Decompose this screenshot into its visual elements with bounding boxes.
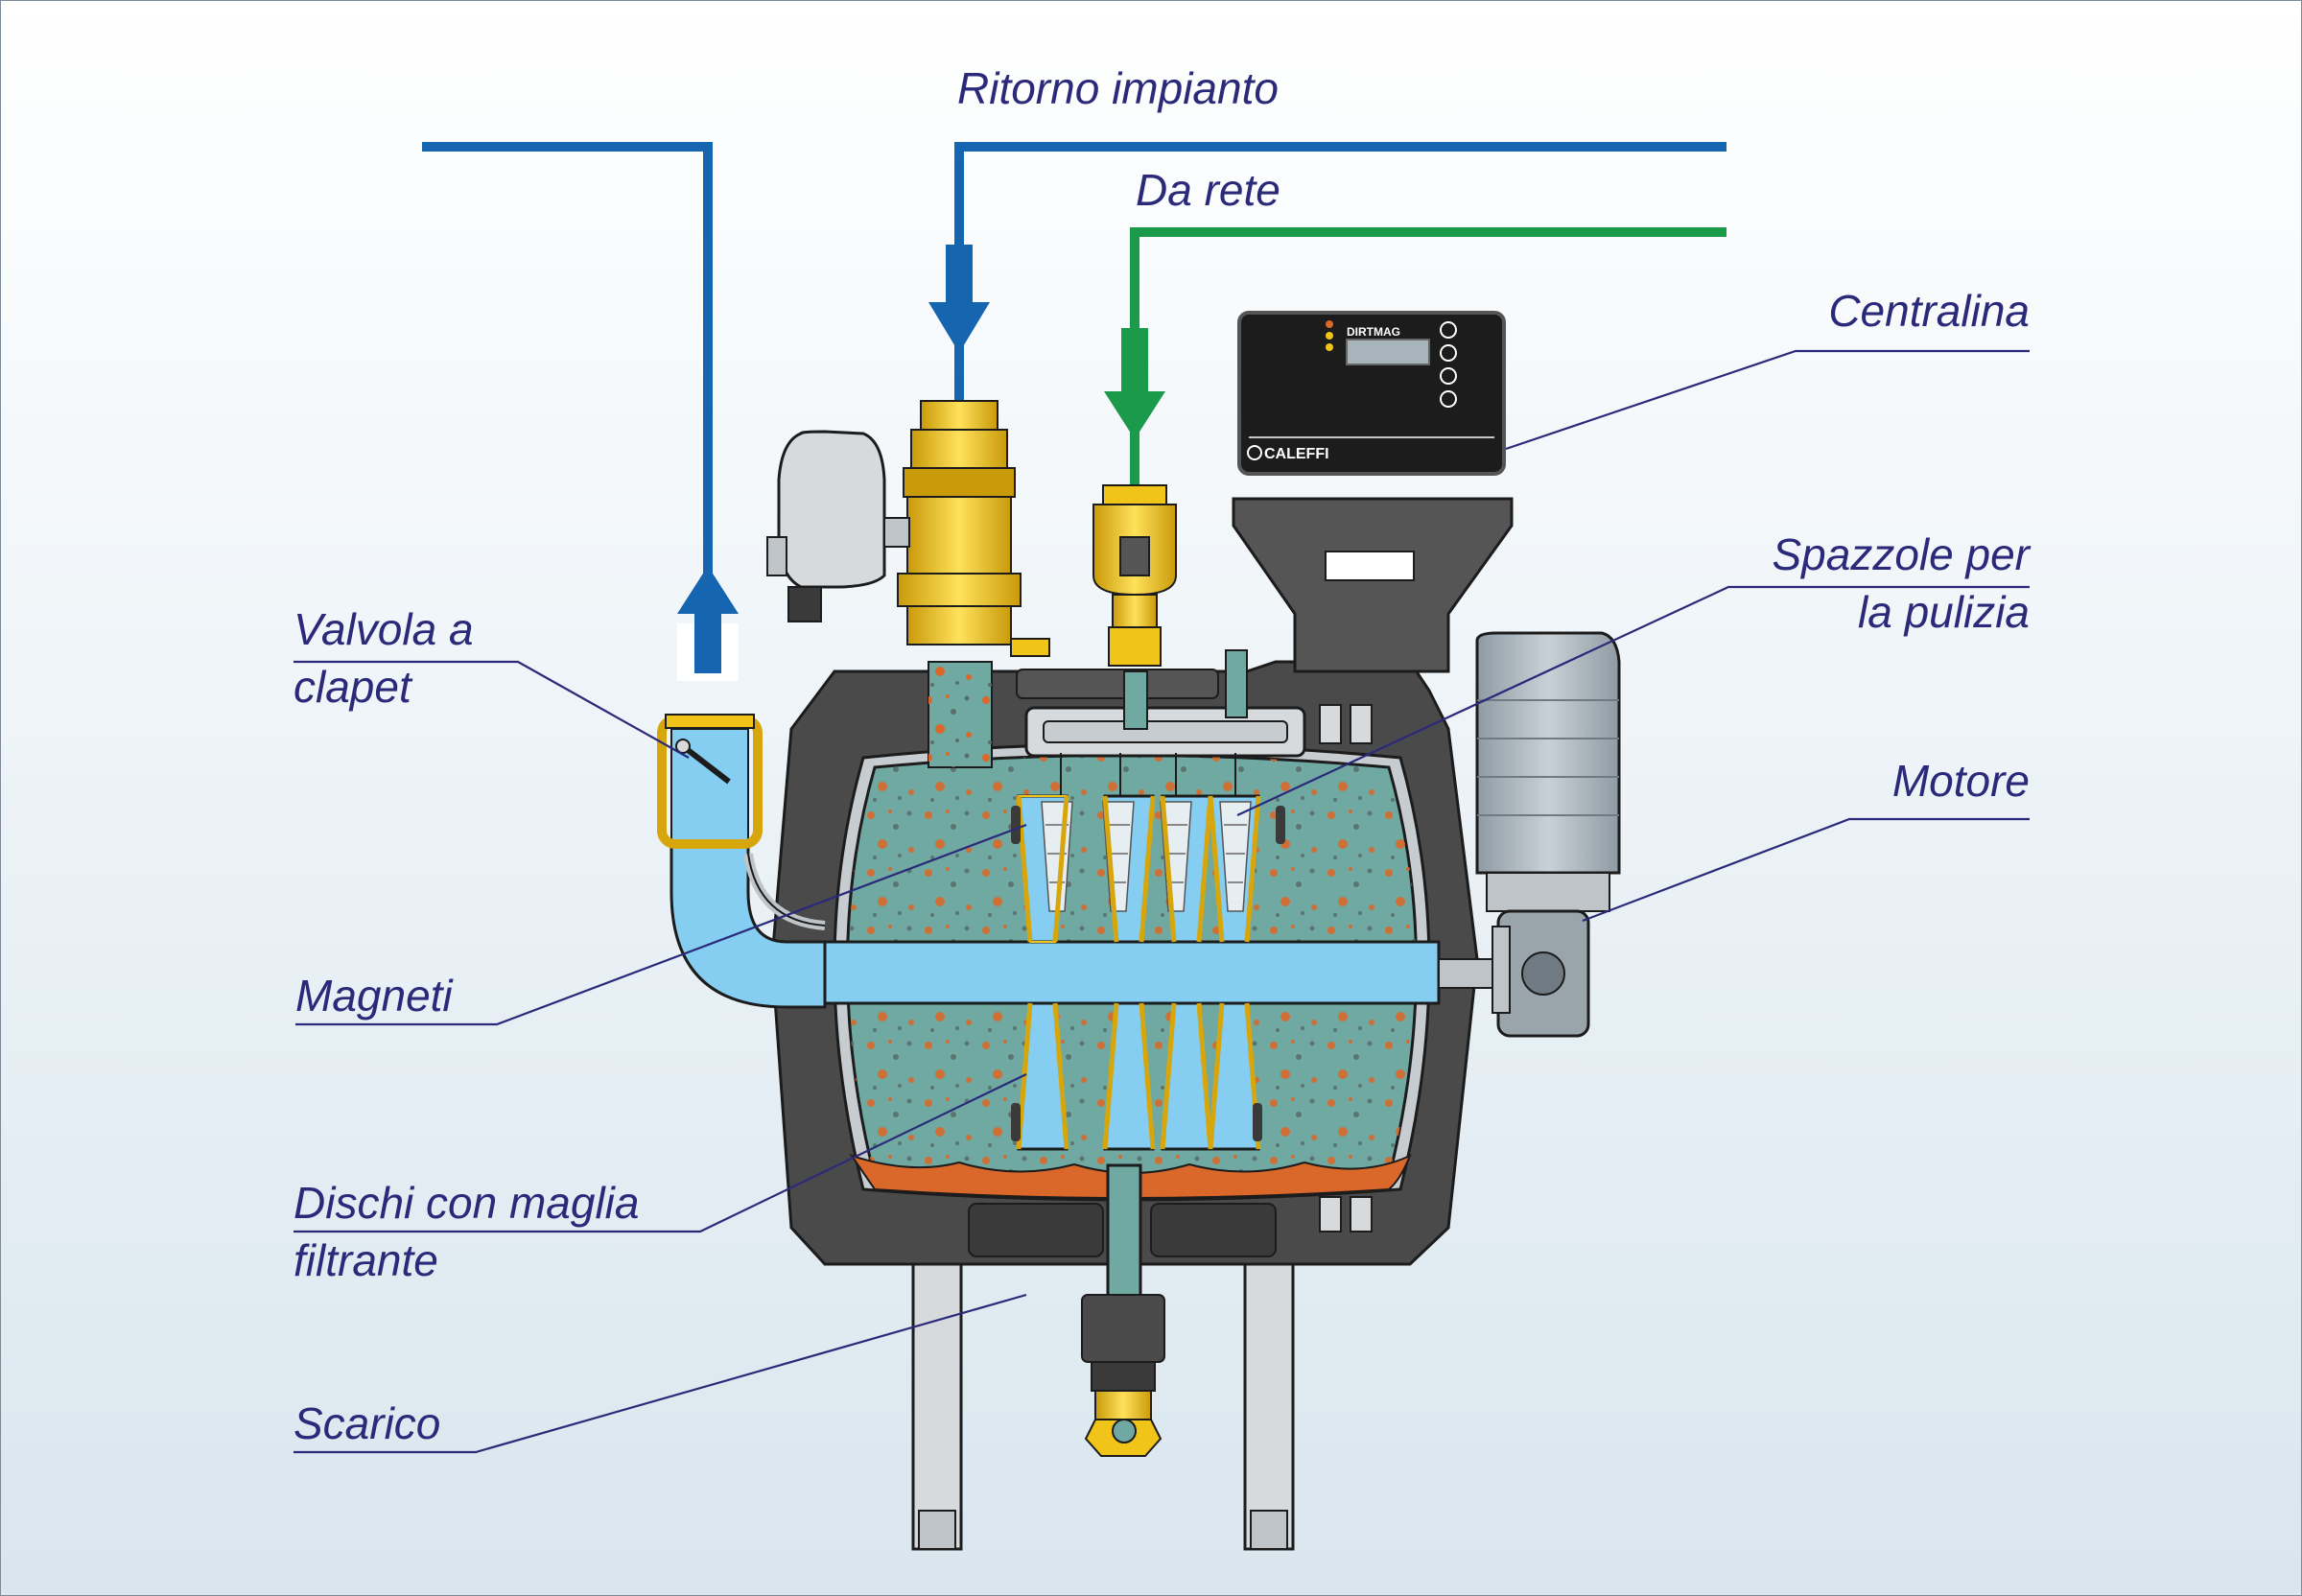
label-centralina: Centralina bbox=[1828, 286, 2030, 336]
central-shaft bbox=[823, 940, 1497, 1005]
outlet-flow-arrow bbox=[677, 566, 739, 673]
housing-bolts bbox=[1319, 704, 1373, 1232]
label-valvola-line1: Valvola a bbox=[294, 604, 474, 654]
label-valvola-line2: clapet bbox=[294, 662, 413, 712]
label-spazzole-line2: la pulizia bbox=[1858, 587, 2030, 637]
motor bbox=[1475, 631, 1621, 1038]
inlet-chamber bbox=[928, 649, 1306, 796]
panel-brand-text: CALEFFI bbox=[1264, 446, 1329, 462]
panel-model-text: DIRTMAG bbox=[1347, 325, 1400, 339]
return-flow-arrow bbox=[928, 245, 990, 353]
mains-flow-arrow bbox=[1104, 328, 1165, 439]
label-dischi-line2: filtrante bbox=[294, 1235, 438, 1285]
mains-valve bbox=[1092, 484, 1177, 667]
label-scarico: Scarico bbox=[294, 1398, 440, 1448]
filter-discs-upper bbox=[1016, 794, 1261, 944]
label-da-rete: Da rete bbox=[1136, 165, 1280, 215]
caleffi-logo-icon bbox=[1247, 445, 1262, 460]
inlet-valve bbox=[766, 400, 1050, 657]
leader-lines bbox=[294, 349, 2030, 1454]
filter-discs-lower bbox=[1011, 806, 1285, 1151]
label-motore: Motore bbox=[1892, 756, 2030, 806]
label-magneti: Magneti bbox=[295, 971, 454, 1021]
label-ritorno-impianto: Ritorno impianto bbox=[957, 63, 1279, 113]
label-spazzole-line1: Spazzole per bbox=[1773, 529, 2032, 579]
control-panel: DIRTMAG CALEFFI bbox=[1232, 311, 1514, 673]
clapet-valve-assembly bbox=[657, 714, 827, 1009]
label-dischi-line1: Dischi con maglia bbox=[294, 1178, 639, 1228]
drain bbox=[1081, 1163, 1165, 1457]
